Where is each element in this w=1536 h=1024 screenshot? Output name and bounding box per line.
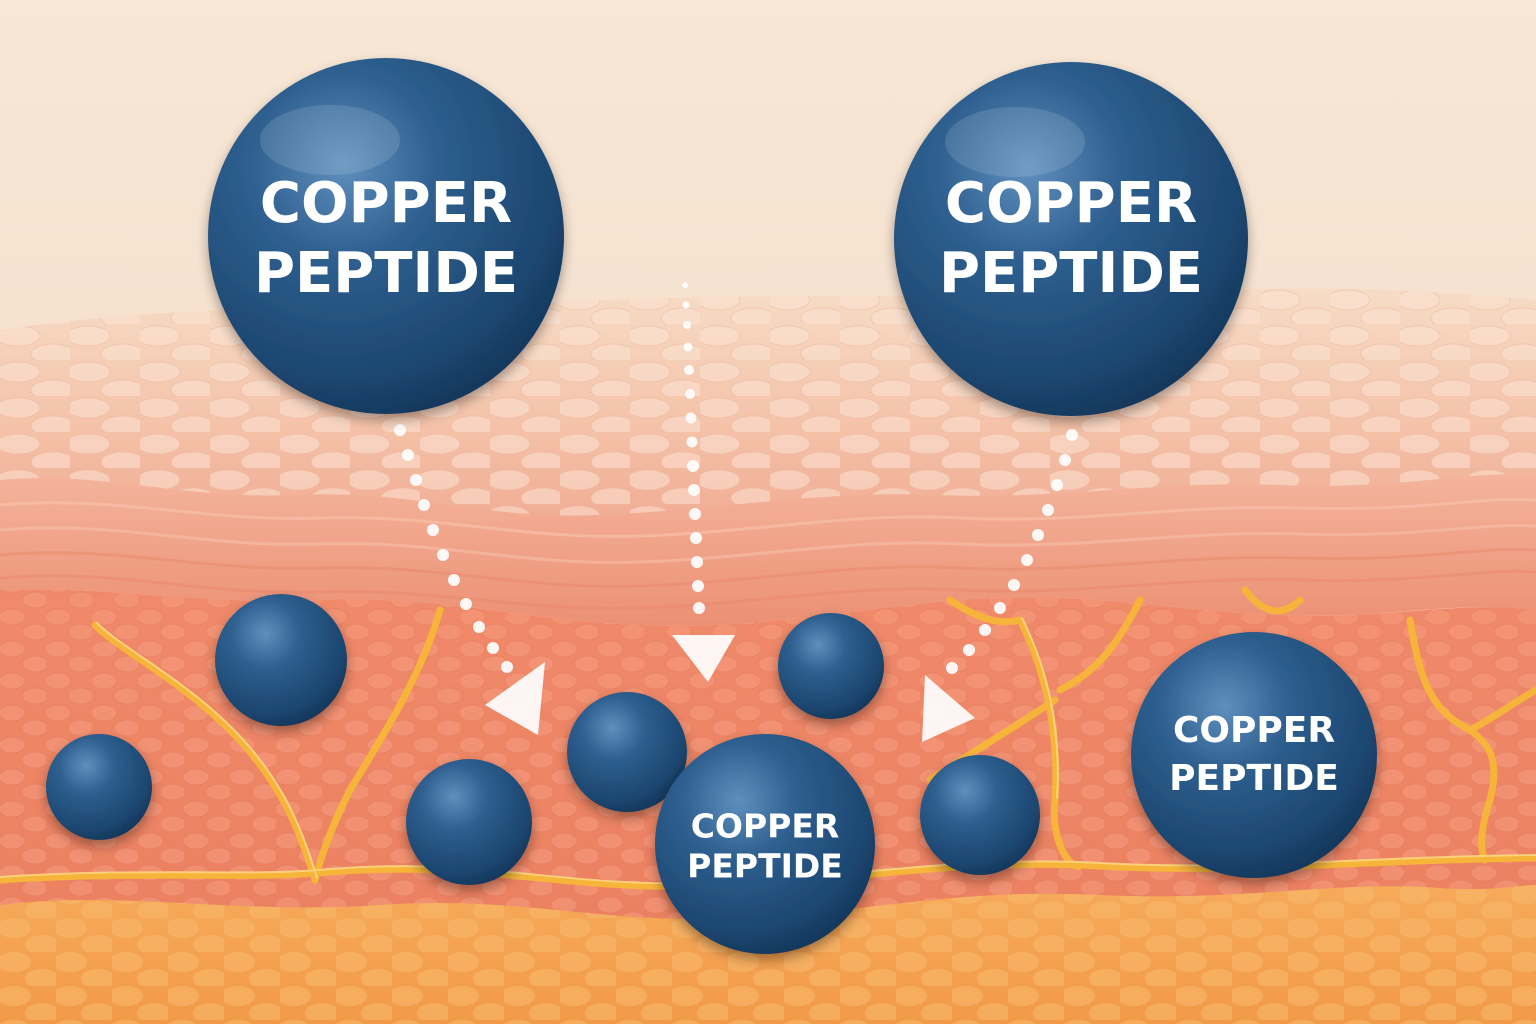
sphere [920, 755, 1040, 875]
sphere-label-line2: PEPTIDE [1169, 758, 1339, 799]
small-spheres [46, 594, 1040, 885]
arrow-right [922, 429, 1078, 742]
arrow-left-head [485, 662, 545, 735]
sphere [567, 692, 687, 812]
copper-peptide-sphere-large-left: COPPER PEPTIDE [208, 58, 564, 414]
subcutaneous-layer [0, 885, 1536, 1024]
copper-peptide-sphere-small-right: COPPER PEPTIDE [1131, 632, 1377, 878]
sphere [215, 594, 347, 726]
sphere-label-line2: PEPTIDE [939, 241, 1203, 306]
copper-peptide-sphere-small-center: COPPER PEPTIDE [655, 734, 875, 954]
sphere-label-line1: COPPER [945, 171, 1197, 236]
copper-peptide-sphere-large-right: COPPER PEPTIDE [894, 62, 1248, 416]
epidermis-layer [0, 474, 1536, 626]
arrow-right-head [922, 675, 975, 742]
sphere-label-line2: PEPTIDE [254, 241, 518, 306]
sphere-label-line1: COPPER [1173, 710, 1335, 751]
arrow-center-head [672, 635, 735, 682]
sphere [46, 734, 152, 840]
sphere [406, 759, 532, 885]
arrow-center [672, 282, 735, 682]
sphere-label-line2: PEPTIDE [687, 847, 843, 886]
sphere-label-line1: COPPER [691, 807, 840, 846]
arrow-left [394, 424, 545, 735]
penetration-arrows [394, 282, 1078, 742]
sphere-label-line1: COPPER [260, 171, 512, 236]
sphere [778, 613, 884, 719]
